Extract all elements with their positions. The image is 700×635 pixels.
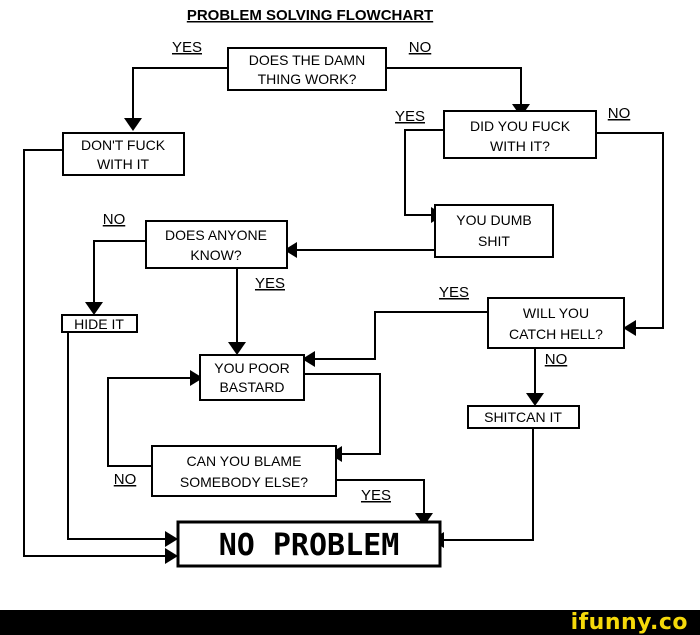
arrowhead-right	[190, 370, 203, 386]
svg-text:DOES THE DAMN: DOES THE DAMN	[249, 52, 365, 68]
watermark-bar: ifunny.co	[0, 610, 700, 635]
connectors	[23, 67, 664, 557]
node-does-it-work: DOES THE DAMN THING WORK?	[227, 47, 387, 91]
node-blame: CAN YOU BLAME SOMEBODY ELSE?	[151, 445, 337, 497]
svg-text:THING WORK?: THING WORK?	[258, 71, 357, 87]
edge-fuck-no	[596, 132, 664, 329]
svg-text:DOES ANYONE: DOES ANYONE	[165, 227, 267, 243]
arrowhead-down	[526, 393, 544, 406]
svg-text:BASTARD: BASTARD	[219, 379, 284, 395]
edge-work-yes	[132, 67, 228, 118]
label-work-yes: YES	[172, 39, 202, 56]
label-blame-no: NO	[114, 471, 137, 488]
node-catch-hell: WILL YOU CATCH HELL?	[487, 297, 625, 349]
node-shitcan-it: SHITCAN IT	[467, 405, 580, 429]
edge-know-no	[93, 240, 146, 302]
node-did-you-fuck: DID YOU FUCK WITH IT?	[443, 110, 597, 159]
arrowhead-down	[85, 302, 103, 315]
svg-text:CATCH HELL?: CATCH HELL?	[509, 326, 603, 342]
branch-labels: YES NO YES NO NO YES YES NO NO YES	[103, 39, 631, 504]
svg-text:DON'T FUCK: DON'T FUCK	[81, 137, 166, 153]
node-dont-fuck: DON'T FUCK WITH IT	[62, 132, 185, 176]
svg-text:WITH IT: WITH IT	[97, 156, 150, 172]
arrowhead-down	[228, 342, 246, 355]
svg-text:HIDE IT: HIDE IT	[74, 316, 124, 332]
edge-hide-to-noproblem	[67, 331, 167, 540]
arrowhead-right	[165, 548, 178, 564]
node-you-poor-bastard: YOU POOR BASTARD	[199, 354, 305, 401]
label-hell-no: NO	[545, 351, 568, 368]
svg-text:CAN YOU BLAME: CAN YOU BLAME	[187, 453, 302, 469]
node-does-anyone-know: DOES ANYONE KNOW?	[145, 220, 288, 269]
arrowhead-left	[302, 351, 315, 367]
svg-text:SOMEBODY ELSE?: SOMEBODY ELSE?	[180, 474, 308, 490]
edge-bastard-to-blame	[304, 373, 381, 455]
label-fuck-no: NO	[608, 105, 631, 122]
label-fuck-yes: YES	[395, 108, 425, 125]
node-no-problem: NO PROBLEM	[176, 520, 442, 568]
flowchart-title: PROBLEM SOLVING FLOWCHART	[187, 7, 433, 24]
edge-fuck-yes	[404, 129, 444, 216]
edge-dontfuck-to-noproblem	[23, 149, 167, 557]
edge-work-no	[386, 67, 522, 104]
svg-text:NO PROBLEM: NO PROBLEM	[219, 528, 400, 563]
arrowhead-left	[284, 242, 297, 258]
label-hell-yes: YES	[439, 284, 469, 301]
edge-blame-no	[107, 377, 192, 467]
svg-text:DID YOU FUCK: DID YOU FUCK	[470, 118, 571, 134]
svg-text:KNOW?: KNOW?	[190, 247, 242, 263]
arrowhead-down	[415, 513, 433, 526]
label-know-no: NO	[103, 211, 126, 228]
label-work-no: NO	[409, 39, 432, 56]
svg-text:YOU POOR: YOU POOR	[214, 360, 289, 376]
edge-blame-yes	[336, 479, 425, 513]
svg-text:WITH IT?: WITH IT?	[490, 138, 550, 154]
svg-text:SHITCAN IT: SHITCAN IT	[484, 409, 562, 425]
ifunny-watermark: ifunny.co	[570, 610, 688, 635]
svg-text:WILL YOU: WILL YOU	[523, 305, 589, 321]
node-you-dumb-shit: YOU DUMB SHIT	[434, 204, 554, 258]
arrowhead-down	[124, 118, 142, 131]
node-hide-it: HIDE IT	[61, 314, 138, 333]
arrowhead-right	[165, 531, 178, 547]
edge-shitcan-to-noproblem	[442, 428, 534, 541]
label-blame-yes: YES	[361, 487, 391, 504]
edge-hell-yes	[313, 311, 488, 360]
label-know-yes: YES	[255, 275, 285, 292]
svg-text:SHIT: SHIT	[478, 233, 510, 249]
svg-text:YOU DUMB: YOU DUMB	[456, 212, 531, 228]
arrowhead-left	[623, 320, 636, 336]
